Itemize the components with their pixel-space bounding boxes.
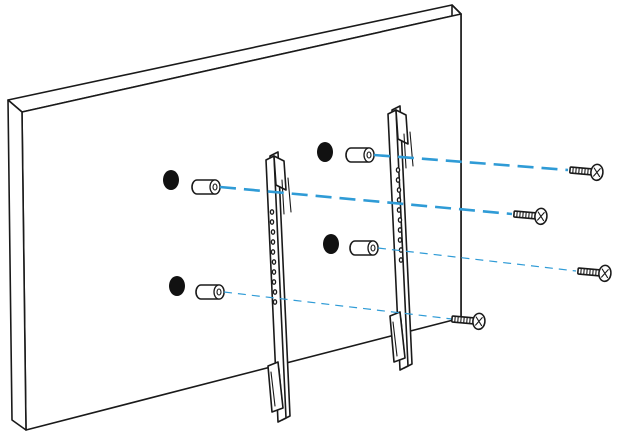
spacer-lower-right (349, 240, 379, 256)
guide-line-lower-left (223, 291, 453, 320)
screw-4 (451, 312, 486, 331)
spacer-lower-left (195, 284, 225, 300)
right-bracket-slot-holes (395, 167, 404, 263)
mounting-hole-lower-right (323, 234, 339, 254)
tv-back-panel (7, 4, 462, 431)
screws (451, 163, 612, 331)
guide-line-upper-left (219, 185, 513, 216)
mounting-hole-lower-left (169, 276, 185, 296)
spacer-upper-right (345, 147, 375, 163)
mounting-holes (163, 142, 339, 296)
spacers (191, 147, 379, 300)
mounting-hole-upper-right (317, 142, 333, 162)
guide-line-lower-right (377, 247, 577, 272)
spacer-upper-left (191, 179, 221, 195)
screw-2 (513, 207, 548, 226)
screw-1 (569, 163, 604, 182)
left-bracket-slot-holes (269, 209, 278, 305)
mounting-hole-upper-left (163, 170, 179, 190)
left-mounting-bracket (265, 151, 292, 423)
right-mounting-bracket (387, 105, 414, 371)
alignment-guides (219, 153, 577, 320)
screw-3 (577, 264, 612, 283)
guide-line-upper-right (373, 153, 569, 172)
